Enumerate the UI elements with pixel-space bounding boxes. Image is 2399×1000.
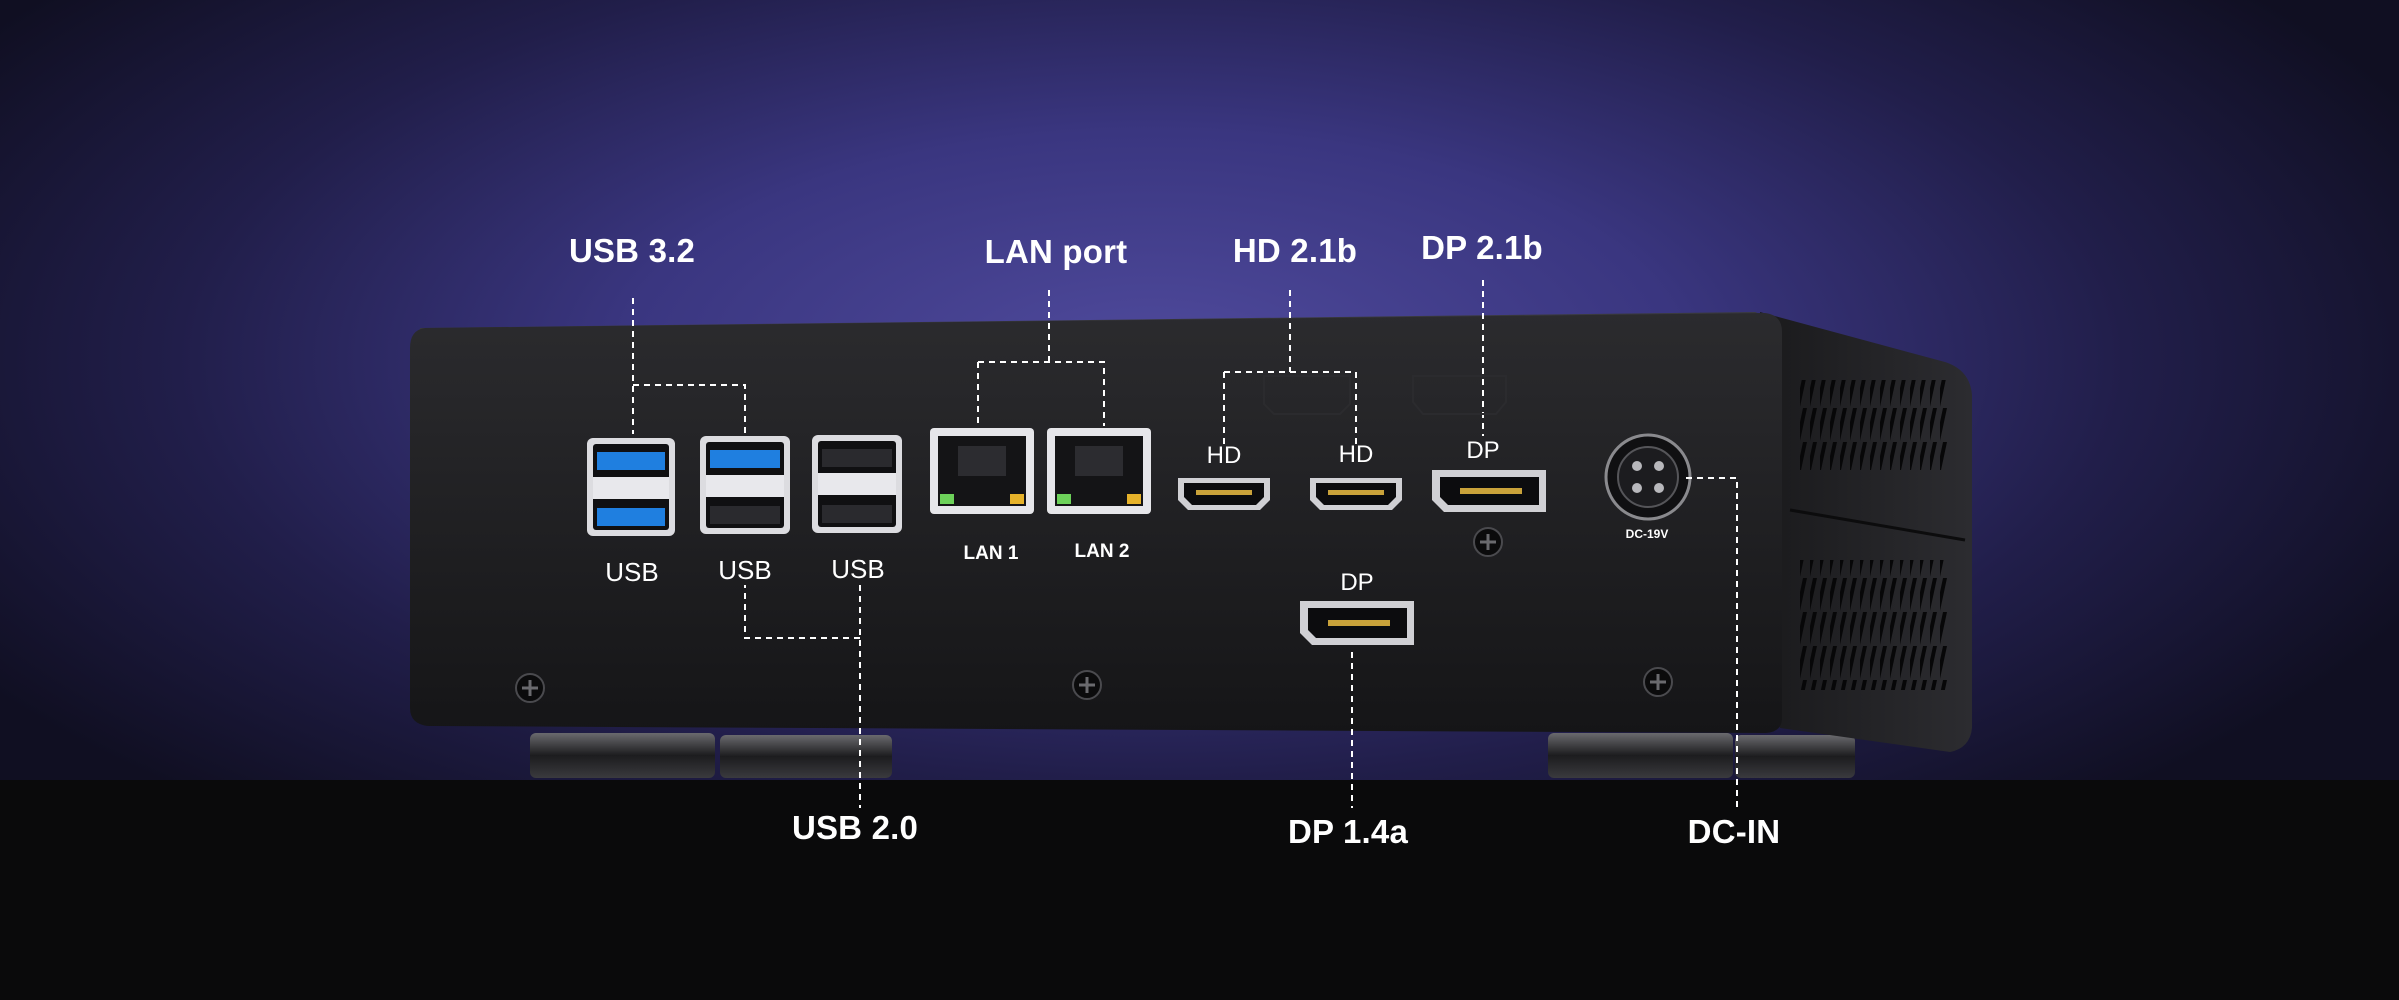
lan-port-1 (930, 428, 1034, 514)
hd-label-2: HD (1339, 441, 1374, 468)
dp-label-top: DP (1466, 437, 1499, 464)
hdmi-port-1 (1178, 478, 1270, 510)
dp-port-bottom (1300, 601, 1414, 645)
callout-hd-2-1b: HD 2.1b (1232, 232, 1358, 269)
callout-dp-1-4a: DP 1.4a (1287, 813, 1409, 850)
chassis-front (410, 313, 1782, 733)
usb-port-group (587, 435, 902, 536)
usb3-port-1 (587, 438, 675, 536)
callout-lan-port: LAN port (984, 233, 1128, 270)
table-surface (0, 780, 2399, 1000)
callout-usb-2-0: USB 2.0 (791, 809, 919, 846)
screws (515, 527, 1673, 703)
usb-label-2: USB (718, 555, 771, 585)
hd-label-1: HD (1207, 442, 1242, 469)
dp-label-bottom: DP (1340, 569, 1373, 596)
leader-lines (632, 280, 1738, 810)
side-vents-bottom (1800, 560, 1950, 690)
side-vents-top (1800, 380, 1950, 470)
lan1-label: LAN 1 (964, 543, 1019, 564)
lan2-label: LAN 2 (1075, 541, 1130, 562)
usb-label-1: USB (605, 557, 658, 587)
usb2-port (812, 435, 902, 533)
dc-label: DC-19V (1626, 527, 1669, 541)
usb3-port-2 (700, 436, 790, 534)
hdmi-port-2 (1310, 478, 1402, 510)
callout-usb-3-2: USB 3.2 (568, 232, 696, 269)
usb-label-3: USB (831, 554, 884, 584)
callout-dp-2-1b: DP 2.1b (1421, 229, 1543, 266)
rubber-feet (530, 733, 1855, 778)
callout-dc-in: DC-IN (1687, 813, 1781, 850)
dp-port-top (1432, 470, 1546, 512)
lan-port-2 (1047, 428, 1151, 514)
dc-power-jack (1604, 433, 1692, 521)
